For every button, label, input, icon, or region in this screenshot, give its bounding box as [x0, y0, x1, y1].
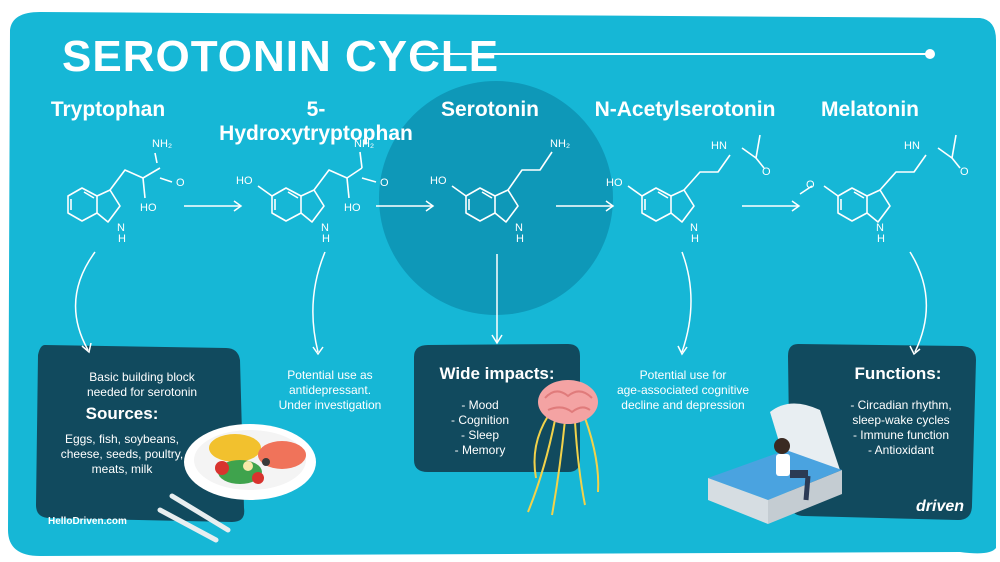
molecule-name-serotonin: Serotonin	[441, 98, 539, 121]
htp-structure	[257, 151, 377, 223]
sources-heading: Sources:	[85, 404, 159, 423]
serotonin-structure	[451, 151, 553, 223]
nas-structure	[627, 134, 765, 223]
functions-list: - Circadian rhythm, sleep-wake cycles - …	[850, 398, 952, 457]
sources-list: Eggs, fish, soybeans, cheese, seeds, pou…	[60, 432, 184, 476]
atom-label: HO	[236, 175, 253, 187]
site-credit: HelloDriven.com	[48, 516, 127, 527]
atom-label: NH₂	[152, 138, 173, 150]
molecule-name-melatonin: Melatonin	[821, 98, 919, 121]
molecule-name-n-acetylserotonin: N-Acetylserotonin	[594, 98, 776, 121]
serotonin-panel-shape	[414, 344, 580, 472]
brain-illustration	[527, 380, 600, 516]
nas-note: Potential use for age-associated cogniti…	[616, 368, 750, 412]
nas-down-arrow	[677, 251, 692, 356]
molecule-name-tryptophan: Tryptophan	[50, 98, 166, 121]
atom-label: HO	[344, 202, 361, 214]
atom-label: HO	[606, 177, 623, 189]
tryptophan-structure	[67, 152, 173, 223]
atom-label: O	[806, 179, 815, 191]
tryptophan-description: Basic building block needed for serotoni…	[86, 370, 198, 399]
fork-knife-illustration	[157, 493, 231, 543]
melatonin-structure	[799, 134, 961, 223]
atom-label: NH₂	[354, 138, 375, 150]
atom-label: HO	[430, 175, 447, 187]
tryptophan-down-arrow	[74, 251, 96, 354]
atom-label: HO	[140, 202, 157, 214]
atom-label: O	[380, 177, 389, 189]
melatonin-down-arrow	[909, 251, 928, 356]
atom-label: H	[322, 233, 330, 245]
atom-label: H	[691, 233, 699, 245]
bed-illustration	[708, 403, 842, 524]
atom-label: HN	[711, 140, 727, 152]
atom-label: H	[877, 233, 885, 245]
htp-down-arrow	[312, 251, 326, 356]
atom-label: H	[516, 233, 524, 245]
food-plate-illustration	[184, 424, 316, 500]
title-line-dot	[925, 49, 935, 59]
functions-heading: Functions:	[854, 364, 942, 383]
wide-impacts-heading: Wide impacts:	[439, 364, 555, 383]
arrow-3	[556, 200, 615, 212]
atom-label: N	[876, 222, 884, 234]
driven-logo: driven	[916, 498, 965, 515]
atom-label: N	[515, 222, 523, 234]
arrow-2	[376, 200, 435, 212]
atom-label: NH₂	[550, 138, 571, 150]
serotonin-down-arrow	[491, 254, 503, 345]
atom-label: O	[176, 177, 185, 189]
atom-label: N	[690, 222, 698, 234]
atom-label: HN	[904, 140, 920, 152]
atom-label: H	[118, 233, 126, 245]
atom-label: N	[321, 222, 329, 234]
molecule-name-5-hydroxytryptophan: 5-Hydroxytryptophan	[219, 98, 413, 145]
atom-label: N	[117, 222, 125, 234]
page-title: SEROTONIN CYCLE	[62, 32, 500, 81]
serotonin-highlight-circle	[379, 81, 613, 315]
atom-label: O	[762, 166, 771, 178]
arrow-1	[184, 200, 243, 212]
atom-label: O	[960, 166, 969, 178]
htp-note: Potential use as antidepressant. Under i…	[278, 368, 382, 412]
arrow-4	[742, 200, 801, 212]
wide-impacts-list: - Mood - Cognition - Sleep - Memory	[450, 398, 510, 457]
